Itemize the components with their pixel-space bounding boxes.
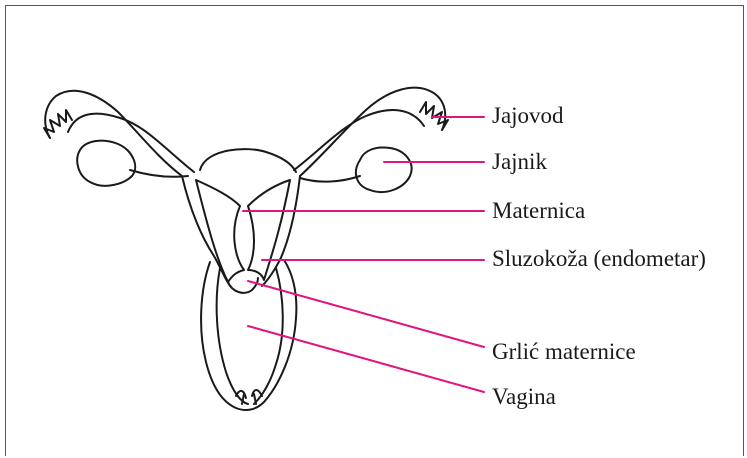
left-tube-upper xyxy=(45,91,182,176)
right-ovary xyxy=(356,148,412,193)
cervix xyxy=(228,278,258,293)
vagina-opening xyxy=(236,390,262,404)
uterus-fundus xyxy=(200,149,296,172)
left-ovary xyxy=(77,141,135,186)
label-endometrium: Sluzokoža (endometar) xyxy=(492,247,706,270)
uterine-cavity-right xyxy=(248,180,290,280)
label-ovary: Jajnik xyxy=(492,150,547,173)
label-cervix: Grlić maternice xyxy=(492,340,636,363)
label-uterus: Maternica xyxy=(492,199,585,222)
vagina-inner-right xyxy=(254,268,283,404)
leader-line-vagina xyxy=(248,326,484,392)
left-fimbriae xyxy=(44,110,72,138)
right-ovary-ligament xyxy=(300,176,360,182)
label-vagina: Vagina xyxy=(492,385,556,408)
label-fallopian-tube: Jajovod xyxy=(492,104,564,127)
